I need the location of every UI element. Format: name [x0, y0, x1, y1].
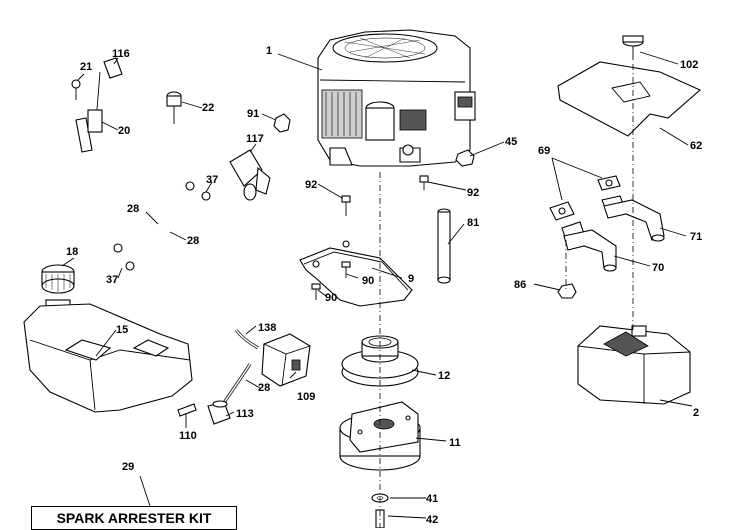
fitting-part-113: [207, 400, 231, 425]
callout-37-b: 37: [106, 274, 118, 286]
muffler-part-2: [577, 325, 691, 405]
heat-shield-part-62: [557, 61, 702, 137]
spacer-part-81: [437, 208, 451, 284]
callout-110: 110: [179, 430, 197, 442]
callout-45: 45: [505, 136, 517, 148]
callout-numbers: 1 2 9 11 12 15 18 20 21 22 28 28 28 29 3…: [66, 45, 702, 526]
callout-117: 117: [246, 133, 264, 145]
nut-part-45: [455, 149, 475, 167]
pin-part-110: [177, 403, 197, 417]
knob-part-116: [103, 57, 123, 79]
callout-109: 109: [297, 391, 315, 403]
callout-22: 22: [202, 102, 214, 114]
callout-2: 2: [693, 407, 699, 419]
callout-92-a: 92: [305, 179, 317, 191]
callout-116: 116: [112, 48, 130, 60]
spark-arrester-kit-label: SPARK ARRESTER KIT: [56, 510, 212, 526]
nut-part-86: [557, 283, 577, 299]
callout-42: 42: [426, 514, 438, 526]
callout-62: 62: [690, 140, 702, 152]
fuel-line-part-28-lower: [220, 363, 252, 407]
callout-92-b: 92: [467, 187, 479, 199]
throttle-control-part-20: [75, 71, 103, 153]
nut-part-91: [273, 113, 291, 133]
callout-102: 102: [680, 59, 698, 71]
fuel-filter-part-109: [261, 333, 311, 387]
callout-113: 113: [236, 408, 254, 420]
callout-86: 86: [514, 279, 526, 291]
callout-138: 138: [258, 322, 276, 334]
fuel-line-part-138: [234, 329, 259, 350]
bolt-part-92-left: [341, 195, 351, 216]
exhaust-pipe-part-71: [603, 199, 665, 242]
callout-90-b: 90: [325, 292, 337, 304]
bolt-part-90: [311, 261, 351, 300]
fuel-cap-part-22: [166, 91, 182, 124]
callout-90-a: 90: [362, 275, 374, 287]
callout-41: 41: [426, 493, 438, 505]
callout-1: 1: [266, 45, 272, 57]
callout-28-b: 28: [187, 235, 199, 247]
callout-71: 71: [690, 231, 702, 243]
callout-37-a: 37: [206, 174, 218, 186]
callout-91: 91: [247, 108, 259, 120]
callout-29: 29: [122, 461, 134, 473]
callout-28-a: 28: [127, 203, 139, 215]
callout-12: 12: [438, 370, 450, 382]
callout-15: 15: [116, 324, 128, 336]
hose-clamp-part-37: [113, 181, 211, 271]
exhaust-pipe-part-70: [563, 229, 617, 272]
bolt-part-21: [71, 79, 81, 100]
callout-9: 9: [408, 273, 414, 285]
fuel-valve-part-117: [229, 149, 271, 201]
bracket-part-9: [299, 240, 413, 307]
bolt-part-92-right: [419, 175, 429, 190]
callout-69: 69: [538, 145, 550, 157]
fuel-tank-part-15: [23, 299, 193, 413]
callout-20: 20: [118, 125, 130, 137]
callout-81: 81: [467, 217, 479, 229]
callout-18: 18: [66, 246, 78, 258]
callout-70: 70: [652, 262, 664, 274]
engine-part-1: [317, 29, 476, 167]
callout-21: 21: [80, 61, 92, 73]
fuel-line-part-28: [117, 185, 207, 267]
callout-11: 11: [449, 437, 461, 449]
knob-part-102: [622, 35, 644, 60]
callout-28-c: 28: [258, 382, 270, 394]
fuel-cap-part-18: [41, 264, 75, 294]
leader-lines: [61, 51, 693, 519]
spark-arrester-kit-box: SPARK ARRESTER KIT: [31, 506, 237, 530]
